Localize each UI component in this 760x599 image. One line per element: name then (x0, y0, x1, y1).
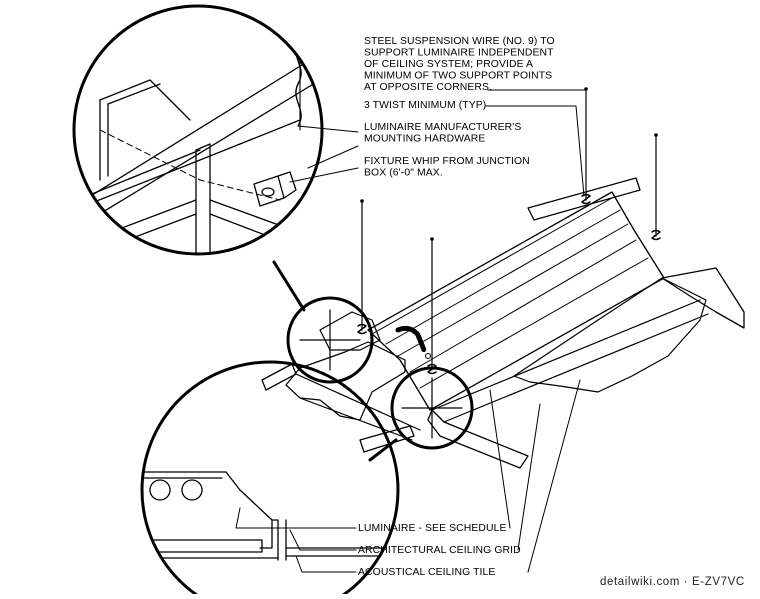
ceiling-tile-left (285, 341, 406, 421)
detail-section-enlarged (140, 360, 400, 599)
ceiling-grid-main (261, 177, 745, 469)
note-mounting-hardware-line: LUMINAIRE MANUFACTURER'S (364, 122, 521, 133)
note-twist-minimum-line: 3 TWIST MINIMUM (TYP) (364, 100, 486, 111)
note-suspension-wire-line: OF CEILING SYSTEM; PROVIDE A (364, 59, 533, 70)
note-suspension-wire-line: STEEL SUSPENSION WIRE (NO. 9) TO (364, 36, 555, 47)
leader-lines (235, 89, 587, 573)
watermark: detailwiki.com · E-ZV7VC (600, 576, 745, 588)
main-assembly (261, 87, 745, 469)
note-ceiling-tile: ACOUSTICAL CEILING TILE (358, 567, 495, 578)
ceiling-tile-right (513, 277, 707, 393)
note-mounting-hardware-line: MOUNTING HARDWARE (364, 134, 485, 145)
note-ceiling-grid: ARCHITECTURAL CEILING GRID (358, 545, 521, 556)
detail-hardware-enlarged (72, 4, 324, 256)
luminaire-body (367, 191, 665, 411)
fixture-whip (395, 325, 431, 359)
note-luminaire: LUMINAIRE - SEE SCHEDULE (358, 523, 506, 534)
note-fixture-whip-line: FIXTURE WHIP FROM JUNCTION (364, 156, 530, 167)
note-suspension-wire-line: AT OPPOSITE CORNERS. (364, 82, 492, 93)
suspension-wires (357, 87, 661, 375)
note-suspension-wire-line: SUPPORT LUMINAIRE INDEPENDENT (364, 48, 554, 59)
note-fixture-whip-line: BOX (6'-0" MAX. (364, 168, 443, 179)
note-suspension-wire-line: MINIMUM OF TWO SUPPORT POINTS (364, 71, 552, 82)
note-twist-minimum: 3 TWIST MINIMUM (TYP) (364, 100, 486, 111)
callout-circles (272, 260, 474, 462)
